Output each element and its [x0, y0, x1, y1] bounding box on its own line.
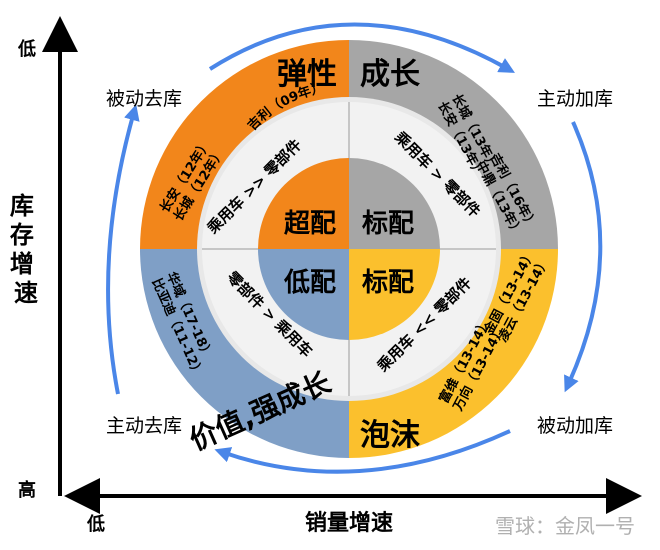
config-bottom-right: 标配 — [362, 268, 414, 298]
corner-label-top-left: 被动去库 — [106, 88, 182, 110]
watermark: 雪球：金凤一号 — [495, 514, 635, 538]
corner-label-bottom-left: 主动去库 — [106, 415, 182, 437]
cycle-arrow-bottom — [214, 429, 511, 474]
config-bottom-left: 低配 — [283, 268, 336, 298]
y-title-char: 库 — [10, 192, 34, 220]
y-high-label: 高 — [18, 479, 36, 501]
quadrant-title-bottom-right: 泡沫 — [360, 418, 420, 453]
quadrant-inner-top-left — [258, 158, 349, 249]
cycle-arrow-top — [208, 22, 515, 73]
config-top-right: 标配 — [362, 209, 414, 239]
y-title-char: 增 — [10, 250, 34, 278]
quadrant-title-top-left: 弹性 — [277, 57, 337, 92]
y-title-char: 存 — [10, 221, 34, 249]
config-top-left: 超配 — [284, 209, 336, 239]
y-axis-title: 库 存 增 速 — [10, 192, 42, 307]
quadrant-inner-bottom-right — [349, 249, 440, 340]
corner-label-bottom-right: 被动加库 — [537, 415, 613, 437]
x-axis-title: 销量增速 — [305, 510, 393, 536]
y-low-label: 低 — [17, 38, 36, 60]
quadrant-inner-top-right — [349, 158, 440, 249]
quadrant-inner-bottom-left — [258, 249, 349, 340]
corner-label-top-right: 主动加库 — [537, 88, 613, 110]
y-title-char: 速 — [14, 279, 38, 307]
quadrant-title-top-right: 成长 — [360, 57, 420, 92]
x-low-label: 低 — [86, 513, 105, 535]
cycle-arrow-left — [106, 104, 140, 395]
cycle-arrow-right — [564, 121, 603, 393]
